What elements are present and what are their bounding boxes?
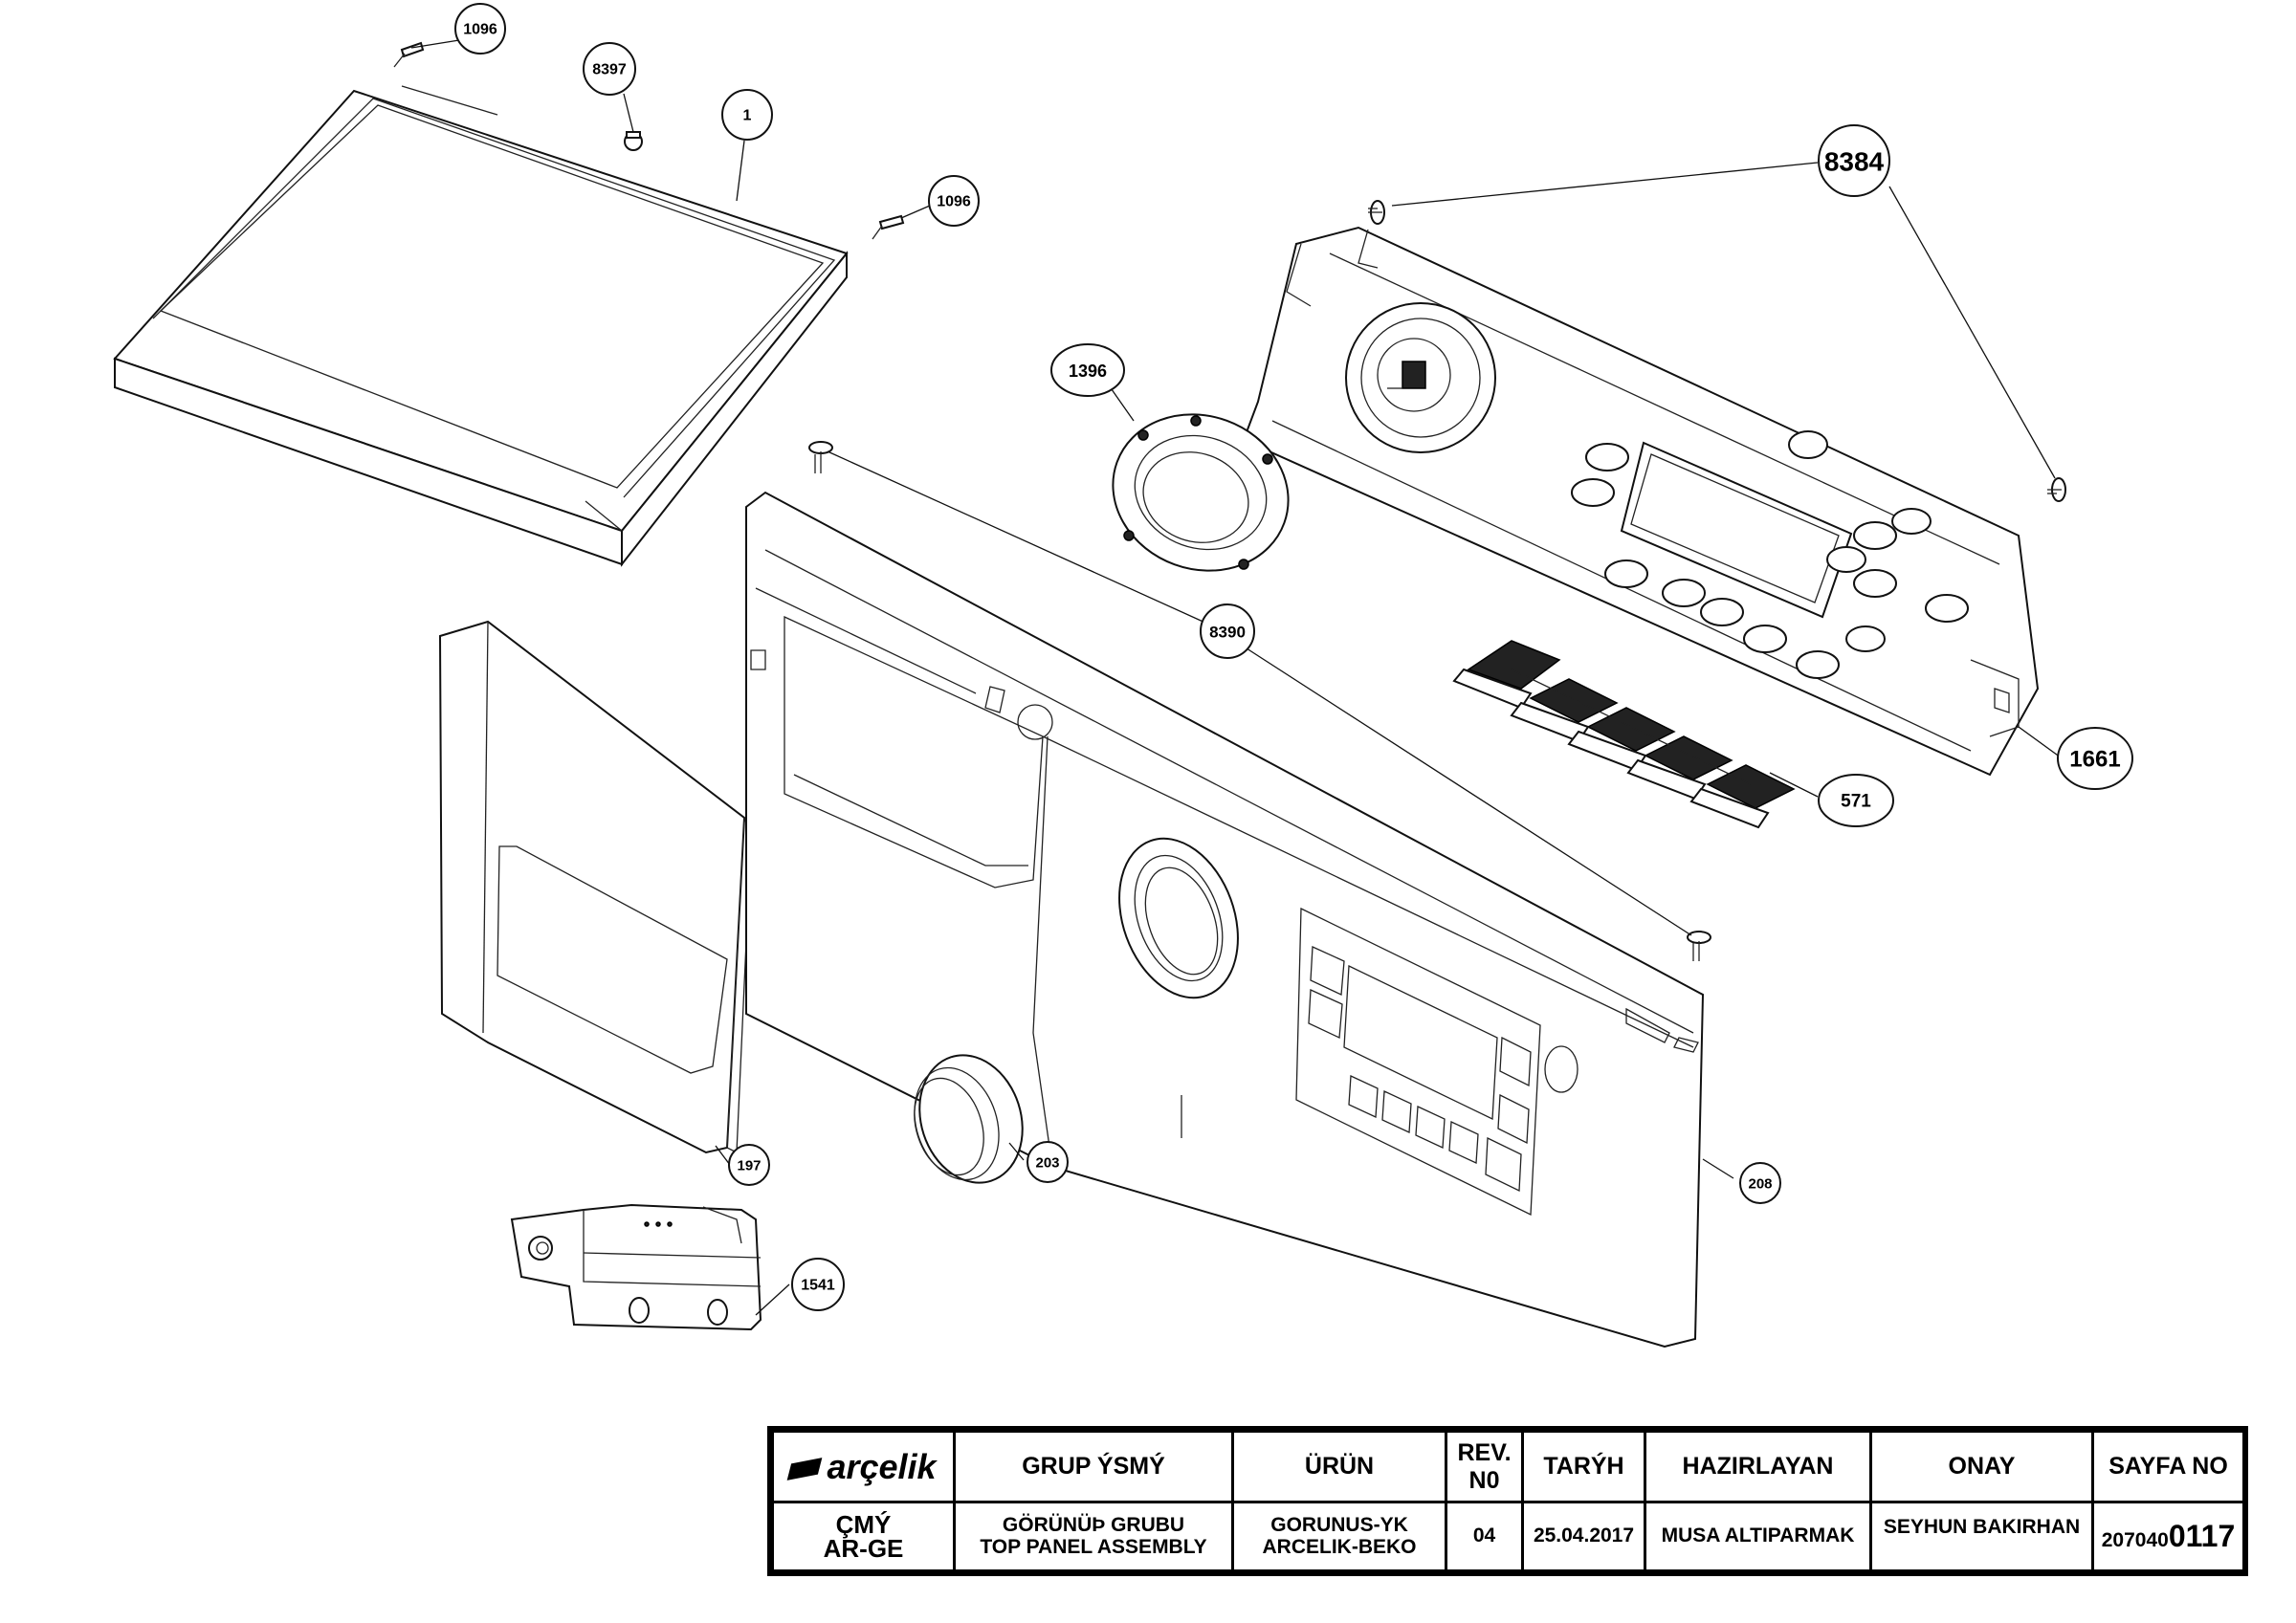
callout-label: 208	[1748, 1176, 1772, 1193]
company-logo: arçelik	[771, 1430, 956, 1503]
callout-label: 571	[1841, 792, 1871, 812]
page-number-cell: 2070400117	[2091, 1501, 2245, 1572]
callout-label: 197	[737, 1158, 761, 1174]
revision-value: 04	[1445, 1501, 1524, 1572]
header-grup-ismi: GRUP ÝSMÝ	[953, 1430, 1234, 1503]
callout-label: 1661	[2069, 747, 2120, 773]
logo-text: arçelik	[827, 1446, 937, 1486]
callout-label: 1541	[801, 1278, 835, 1294]
callout-label: 8397	[592, 62, 627, 78]
screw-8384-top	[1368, 200, 1385, 225]
drawer-front-part	[438, 620, 752, 1154]
knob-part	[914, 1054, 1024, 1184]
callout-8390: 8390	[1200, 603, 1255, 659]
product-line1: GORUNUS-YK	[1270, 1514, 1408, 1537]
callout-1541: 1541	[791, 1258, 845, 1311]
callout-label: 203	[1035, 1155, 1059, 1172]
encoder-ring-part	[1112, 413, 1290, 572]
callout-197: 197	[728, 1144, 770, 1186]
callout-label: 1096	[463, 22, 497, 38]
callout-label: 8384	[1824, 147, 1885, 177]
logo-mark-icon	[787, 1458, 823, 1480]
callout-1: 1	[721, 89, 773, 141]
header-onay: ONAY	[1869, 1430, 2094, 1503]
callout-1096-top: 1096	[454, 3, 506, 55]
product-cell: GORUNUS-YK ARCELIK-BEKO	[1231, 1501, 1447, 1572]
group-name-line1: GÖRÜNÜÞ GRUBU	[1002, 1514, 1185, 1537]
group-name-cell: GÖRÜNÜÞ GRUBU TOP PANEL ASSEMBLY	[953, 1501, 1234, 1572]
callout-label: 8390	[1209, 624, 1246, 642]
callout-8397: 8397	[583, 42, 636, 96]
callout-571: 571	[1818, 774, 1894, 827]
callout-208: 208	[1739, 1162, 1781, 1204]
bracket-part	[510, 1203, 762, 1331]
header-sayfa-no: SAYFA NO	[2091, 1430, 2245, 1503]
department-line2: AR-GE	[823, 1533, 904, 1563]
callout-label: 1096	[937, 194, 971, 210]
header-hazirlayan: HAZIRLAYAN	[1644, 1430, 1872, 1503]
screw-8384-right	[2047, 477, 2066, 502]
callout-label: 1396	[1069, 362, 1107, 381]
group-name-line2: TOP PANEL ASSEMBLY	[980, 1535, 1207, 1558]
button-strip-part	[1452, 640, 1796, 829]
header-tarih: TARÝH	[1521, 1430, 1646, 1503]
department-cell: ÇMÝ AR-GE	[771, 1501, 956, 1572]
screw-8390-right	[1687, 931, 1711, 961]
callout-203: 203	[1027, 1141, 1069, 1183]
callout-8384: 8384	[1818, 124, 1890, 197]
approved-by-value: SEYHUN BAKIRHAN	[1869, 1501, 2094, 1572]
header-rev-no-line2: N0	[1468, 1466, 1500, 1494]
header-rev-no: REV. N0	[1445, 1430, 1524, 1503]
pcb-assembly-part	[1242, 226, 2040, 777]
header-rev-no-line1: REV.	[1457, 1438, 1512, 1466]
callout-label: 1	[743, 108, 752, 124]
product-line2: ARCELIK-BEKO	[1262, 1535, 1417, 1558]
title-block-table: arçelik GRUP ÝSMÝ ÜRÜN REV. N0 TARÝH HAZ…	[771, 1430, 2245, 1572]
department-line1: ÇMÝ	[835, 1509, 892, 1539]
callout-1096-right: 1096	[928, 175, 980, 227]
callout-1396: 1396	[1050, 343, 1125, 397]
callout-1661: 1661	[2057, 727, 2133, 790]
page-number-prefix: 207040	[2101, 1529, 2169, 1551]
top-cover-part	[113, 85, 849, 567]
date-value: 25.04.2017	[1521, 1501, 1646, 1572]
prepared-by-value: MUSA ALTIPARMAK	[1644, 1501, 1872, 1572]
title-block: arçelik GRUP ÝSMÝ ÜRÜN REV. N0 TARÝH HAZ…	[767, 1426, 2248, 1576]
screw-1096-right	[872, 214, 905, 240]
screw-8390-left	[808, 441, 833, 473]
page-number-suffix: 0117	[2168, 1519, 2236, 1553]
screw-8397	[624, 131, 643, 151]
header-urun: ÜRÜN	[1231, 1430, 1447, 1503]
